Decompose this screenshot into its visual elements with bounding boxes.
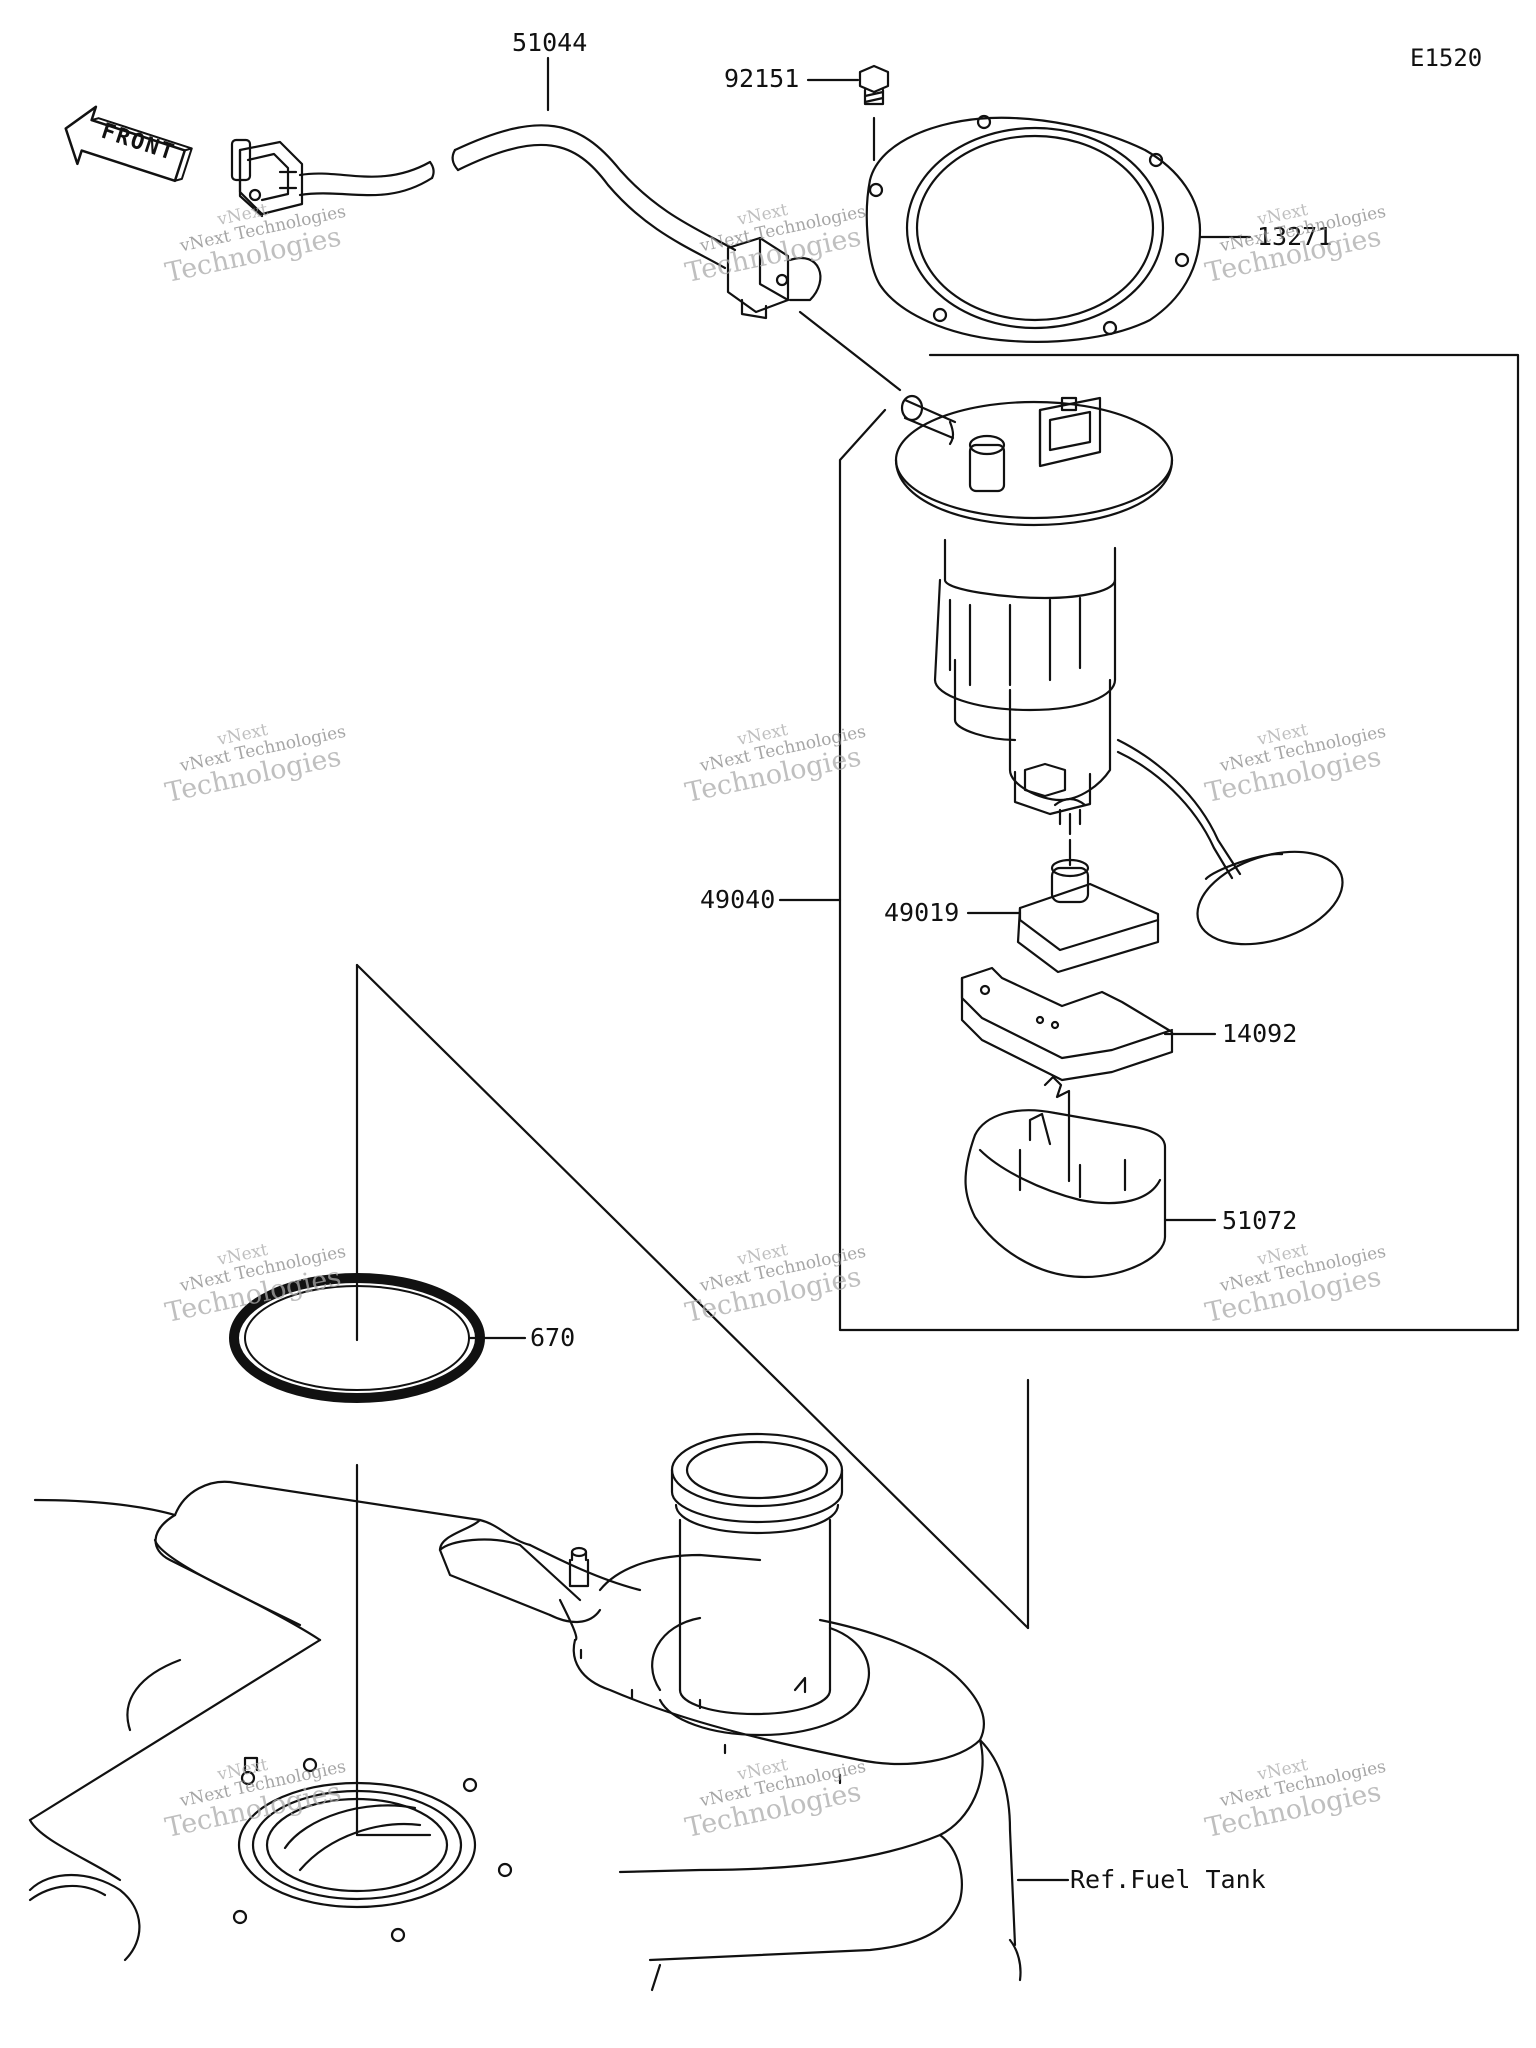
part-number-14092: 14092 bbox=[1222, 1019, 1298, 1048]
pump-gasket-13271 bbox=[865, 114, 1202, 343]
part-number-49040: 49040 bbox=[700, 885, 776, 914]
part-number-92151: 92151 bbox=[724, 64, 800, 93]
filter-49019 bbox=[1016, 858, 1160, 974]
ref-fuel-tank-label: Ref.Fuel Tank bbox=[1070, 1865, 1266, 1894]
fuel-hose bbox=[298, 124, 737, 270]
part-number-51072: 51072 bbox=[1222, 1206, 1298, 1235]
diagram-code: E1520 bbox=[1410, 44, 1483, 72]
part-number-51044: 51044 bbox=[512, 28, 588, 57]
assembly-box-49040 bbox=[838, 353, 1520, 1332]
hose-connector-right bbox=[726, 236, 822, 320]
front-arrow-icon bbox=[64, 105, 193, 183]
hose-connector-left bbox=[230, 138, 304, 218]
bolt-92151 bbox=[858, 64, 890, 162]
fuel-pump-49040 bbox=[894, 394, 1344, 946]
guide-diagonal bbox=[355, 963, 1030, 1630]
cover-51072 bbox=[964, 1075, 1167, 1279]
fuel-tank-reference bbox=[28, 1432, 1022, 1992]
part-number-49019: 49019 bbox=[884, 898, 960, 927]
part-number-670: 670 bbox=[530, 1323, 576, 1352]
guide-line-connector bbox=[798, 310, 902, 392]
part-number-13271: 13271 bbox=[1257, 222, 1333, 251]
holder-14092 bbox=[960, 966, 1174, 1082]
